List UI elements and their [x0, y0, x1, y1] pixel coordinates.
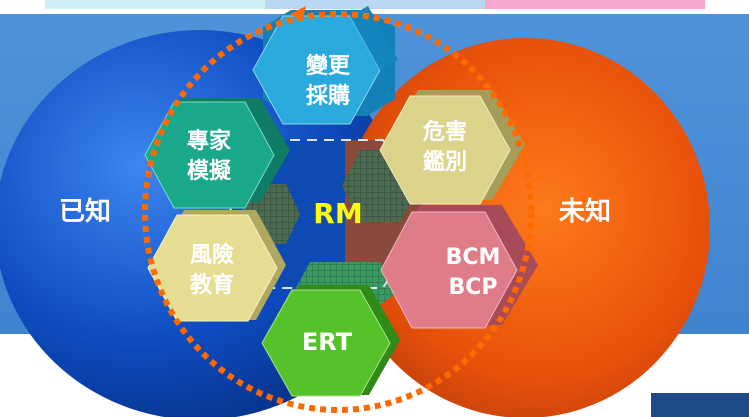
- hex-lower-right-group: [380, 205, 538, 329]
- hex-bottom-group: [261, 285, 400, 397]
- top-strip-blue: [265, 0, 485, 9]
- hex-top-line-2: 採購: [305, 84, 350, 109]
- hex-bottom-text: ERT: [282, 327, 372, 357]
- hex-bottom-line-1: ERT: [301, 328, 353, 356]
- cycle-arrow-path: [142, 11, 534, 413]
- hex-lower-left-line-2: 教育: [189, 273, 234, 298]
- hex-upper-left-group: [144, 98, 290, 209]
- hex-top-line-1: 變更: [305, 54, 350, 79]
- rm-label: RM: [313, 197, 363, 230]
- hex-top-group: [252, 6, 398, 125]
- hex-top-text: 變更 採購: [283, 52, 373, 112]
- known-label: 已知: [58, 197, 111, 227]
- hex-lower-left-group: [147, 210, 286, 322]
- hex-upper-left-text: 專家 模擬: [164, 127, 254, 187]
- hex-lower-right-line-1: BCM: [445, 245, 501, 270]
- unknown-label: 未知: [558, 197, 611, 227]
- hex-upper-right-group: [379, 90, 525, 205]
- hex-lower-left-text: 風險 教育: [167, 241, 257, 301]
- hex-upper-right-text: 危害 鑑別: [400, 118, 490, 178]
- hex-lower-left-line-1: 風險: [189, 243, 234, 268]
- top-strip-pink: [485, 0, 705, 9]
- hex-upper-right-line-2: 鑑別: [422, 150, 467, 175]
- cycle-arrow-head: [290, 6, 306, 22]
- top-strip-cyan: [45, 0, 265, 9]
- hex-upper-left-line-1: 專家: [186, 129, 231, 154]
- corner-tab: [651, 393, 749, 417]
- hex-upper-left-line-2: 模擬: [186, 159, 231, 184]
- hex-lower-right-text: BCM BCP: [418, 243, 528, 303]
- hex-lower-right-line-2: BCP: [448, 275, 498, 300]
- hex-upper-right-line-1: 危害: [422, 120, 467, 145]
